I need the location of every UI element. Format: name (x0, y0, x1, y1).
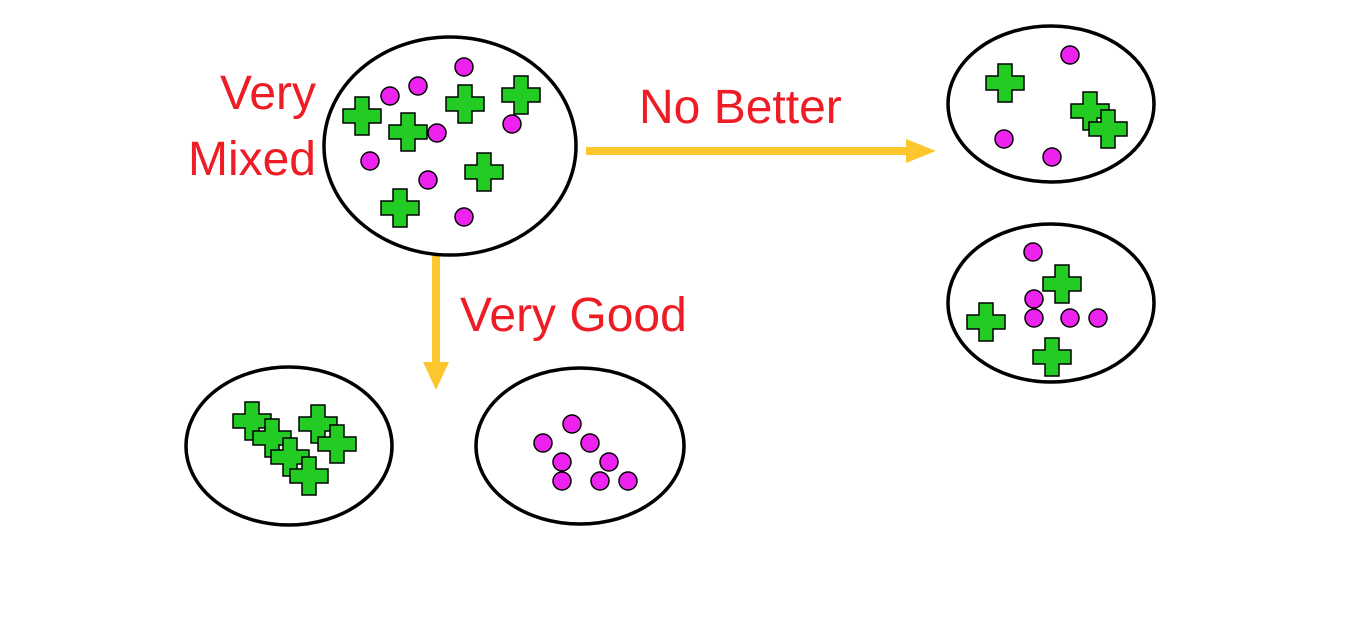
dot-icon (1042, 147, 1062, 167)
dot-icon (562, 414, 582, 434)
dot-icon (552, 452, 572, 472)
dot-icon (360, 151, 380, 171)
group-very-mixed (322, 35, 578, 257)
dot-icon (380, 86, 400, 106)
dot-icon (502, 114, 522, 134)
arrow-no-better (586, 139, 936, 163)
dot-icon (1060, 45, 1080, 65)
label-very-good: Very Good (460, 289, 687, 342)
dot-icon (1024, 289, 1044, 309)
dot-icon (454, 207, 474, 227)
dot-icon (1023, 242, 1043, 262)
dot-icon (618, 471, 638, 491)
dot-icon (418, 170, 438, 190)
dot-icon (427, 123, 447, 143)
group-no-better-bottom (946, 222, 1156, 384)
group-very-good-dots (474, 366, 686, 526)
arrow-very-good (423, 254, 449, 390)
dot-icon (408, 76, 428, 96)
label-no-better: No Better (639, 81, 842, 134)
dot-icon (1024, 308, 1044, 328)
dot-icon (580, 433, 600, 453)
dot-icon (1060, 308, 1080, 328)
label-very: Very (220, 67, 316, 120)
dot-icon (533, 433, 553, 453)
label-mixed: Mixed (188, 133, 316, 186)
dot-icon (590, 471, 610, 491)
dot-icon (994, 129, 1014, 149)
dot-icon (552, 471, 572, 491)
dot-icon (454, 57, 474, 77)
dot-icon (599, 452, 619, 472)
dot-icon (1088, 308, 1108, 328)
